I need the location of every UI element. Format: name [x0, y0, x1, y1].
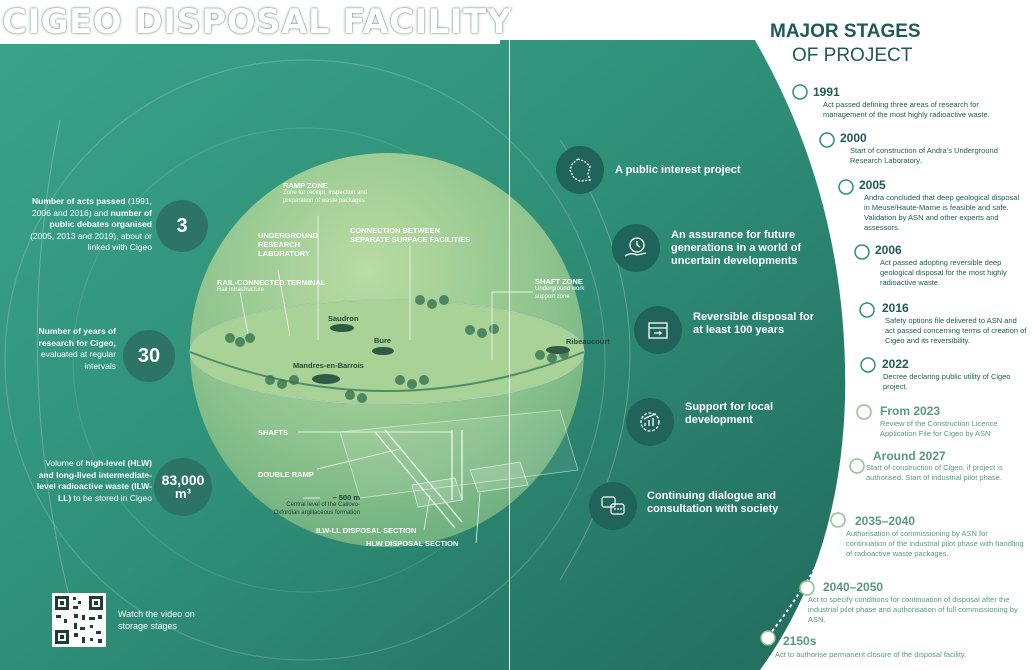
stage-year: 1991 [813, 85, 840, 99]
reversible-box-icon [634, 306, 682, 354]
town-bure: Bure [374, 336, 392, 345]
town-ribeaucourt: Ribeaucourt [566, 337, 610, 346]
stage-desc: Start of construction of Cigeo, if proje… [866, 463, 1003, 482]
stage-year: 2035–2040 [855, 514, 916, 528]
stat-acts-text: Number of acts passed (1991, 2006 and 20… [30, 196, 152, 252]
dialogue-bubbles-icon [589, 482, 637, 530]
stage-year: 2006 [875, 243, 902, 257]
stage-desc: Review of the Construction Licence Appli… [880, 419, 998, 438]
town-saudron: Saudron [328, 314, 359, 323]
shafts-label: SHAFTS [258, 428, 288, 437]
stage-desc: Andra concluded that deep geological dis… [864, 193, 1020, 232]
ramp-zone-label: RAMP ZONE Zone for receipt, inspection a… [283, 181, 368, 204]
hand-clock-icon [612, 224, 660, 272]
feature-reversible: Reversible disposal for at least 100 yea… [693, 311, 815, 336]
town-mandres: Mandres-en-Barrois [293, 361, 364, 370]
france-map-icon [556, 146, 604, 194]
stage-year: 2016 [882, 301, 909, 315]
stage-desc: Start of construction of Andra’s Undergr… [850, 146, 998, 165]
stage-desc: Decree declaring public utility of Cigeo… [883, 372, 1011, 391]
feature-dialogue: Continuing dialogue and consultation wit… [647, 490, 779, 515]
stage-year: 2000 [840, 131, 867, 145]
page-title: CIGEO DISPOSAL FACILITY [2, 2, 512, 42]
rail-terminal-label: RAIL-CONNECTED TERMINAL Rail infrastruct… [217, 278, 326, 293]
stage-year: 2005 [859, 178, 886, 192]
connection-label: CONNECTION BETWEEN SEPARATE SURFACE FACI… [350, 226, 471, 244]
underground-lab-label: UNDERGROUND RESEARCH LABORATORY [258, 231, 318, 258]
feature-local-development: Support for local development [685, 401, 773, 426]
stage-desc: Safety options file delivered to ASN and… [885, 316, 1027, 345]
ilw-section-label: ILW-LL DISPOSAL SECTION [316, 526, 417, 535]
stat-acts-number: 3 [156, 200, 208, 252]
stage-year: Around 2027 [873, 449, 946, 463]
growth-gear-icon [626, 398, 674, 446]
stat-years-number: 30 [123, 330, 175, 382]
stage-year: 2040–2050 [823, 580, 884, 594]
fold-divider [509, 0, 510, 670]
depth-label: – 500 m Central level of the Callovo-Oxf… [273, 493, 360, 516]
hlw-section-label: HLW DISPOSAL SECTION [366, 539, 459, 548]
stage-desc: Act to specify conditions for continuati… [808, 595, 1018, 624]
qr-caption: Watch the video on storage stages [118, 609, 195, 631]
qr-code-icon[interactable] [52, 593, 106, 647]
stage-year: 2150s [783, 634, 817, 648]
stage-desc: Act passed defining three areas of resea… [823, 100, 990, 119]
stage-desc: Act to authorise permanent closure of th… [775, 650, 967, 659]
stage-desc: Act passed adopting reversible deep geol… [880, 258, 1007, 287]
double-ramp-label: DOUBLE RAMP [258, 470, 314, 479]
stage-year: From 2023 [880, 404, 941, 418]
shaft-zone-label: SHAFT ZONE Underground work support zone [535, 277, 585, 300]
stages-title: MAJOR STAGES OF PROJECT [770, 21, 921, 66]
feature-public-interest: A public interest project [615, 164, 741, 176]
stat-years-text: Number of years of research for Cigeo, e… [38, 326, 116, 371]
stat-volume-text: Volume of high-level (HLW) and long-live… [36, 458, 152, 503]
stage-desc: Authorisation of commissioning by ASN fo… [846, 529, 1024, 558]
feature-future-generations: An assurance for future generations in a… [671, 229, 802, 267]
stage-year: 2022 [882, 357, 909, 371]
